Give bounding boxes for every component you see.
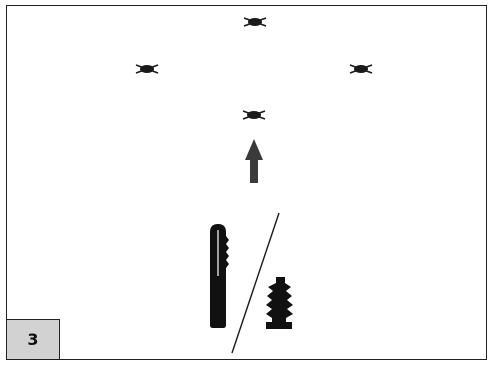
step-number-badge: 3	[6, 319, 60, 360]
drill-position-marker-icon	[242, 110, 266, 120]
wall-section-line	[231, 212, 280, 354]
drill-position-marker-icon	[243, 17, 267, 27]
step-number: 3	[27, 330, 39, 349]
up-arrow-icon	[245, 139, 263, 183]
diagram-frame	[6, 5, 487, 360]
drill-position-marker-icon	[349, 64, 373, 74]
drywall-screw-anchor-icon	[266, 277, 293, 329]
drill-position-marker-icon	[135, 64, 159, 74]
wall-plug-anchor-icon	[210, 224, 229, 328]
